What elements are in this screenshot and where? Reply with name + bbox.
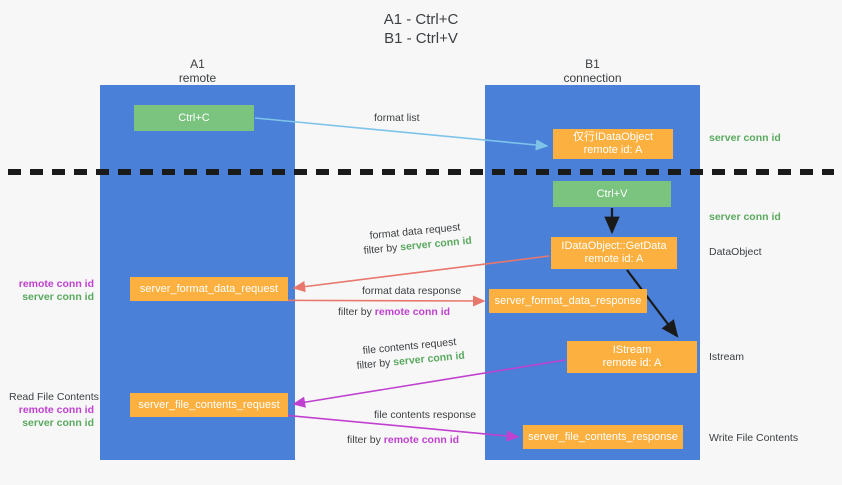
annotation-middle-remote: remote conn id [18,278,94,290]
diagram-title-line1: A1 - Ctrl+C [383,11,459,28]
label-write-file-contents: Write File Contents [709,432,799,444]
filter-value-4: remote conn id [383,434,460,446]
lane-b1-subtitle: connection [563,71,622,85]
label-file-contents-response-filter: filter by remote conn id [347,433,459,447]
label-server-conn-id-top: server conn id [709,132,781,144]
lane-b1-name: B1 [585,57,600,71]
box-server-format-data-request[interactable]: server_format_data_request [130,277,288,301]
label-dataobject: DataObject [709,246,762,258]
box-server-file-contents-request[interactable]: server_file_contents_request [130,393,288,417]
box-sfdresp-label: server_format_data_response [494,294,642,307]
label-format-list: format list [374,112,420,124]
box-istream[interactable]: IStream remote id: A [567,341,697,373]
box-sfcreq-label: server_file_contents_request [138,398,280,411]
filter-value-2: remote conn id [374,306,451,318]
box-ctrl-c-line1: Ctrl+C [178,111,210,124]
box-server-file-contents-response[interactable]: server_file_contents_response [523,425,683,449]
box-istream-line1: IStream [612,344,652,356]
box-idataobject-line2: remote id: A [583,144,643,156]
box-ctrl-v-line1: Ctrl+V [596,187,628,200]
label-file-contents-response: file contents response [374,409,477,421]
annotation-bottom-server: server conn id [22,417,94,429]
box-sfdreq-label: server_format_data_request [139,282,279,295]
label-istream: Istream [709,351,745,363]
diagram-title-line2: B1 - Ctrl+V [384,30,458,47]
lane-title-b1: B1 connection [530,57,655,85]
label-server-conn-id-mid: server conn id [709,211,781,223]
lane-a1-subtitle: remote [178,71,217,85]
box-ctrl-v[interactable]: Ctrl+V [553,181,671,207]
box-idataobject-line1: 仅行IDataObject [572,131,654,143]
box-server-format-data-response[interactable]: server_format_data_response [489,289,647,313]
diagram-title: A1 - Ctrl+C B1 - Ctrl+V [0,10,842,48]
annotation-middle-conn-ids: remote conn id server conn id [9,278,94,304]
box-getdata-line2: remote id: A [584,253,644,265]
lane-title-a1: A1 remote [140,57,255,85]
filter-prefix-3: filter by [356,356,394,372]
annotation-bottom-conn-ids: Read File Contents remote conn id server… [9,391,99,430]
label-format-data-response-filter: filter by remote conn id [338,305,450,319]
filter-prefix-1: filter by [363,241,401,257]
annotation-middle-server: server conn id [22,291,94,303]
filter-prefix-2: filter by [338,306,375,318]
box-idataobject-getdata[interactable]: IDataObject::GetData remote id: A [551,237,677,269]
filter-prefix-4: filter by [347,434,384,446]
box-idataobject[interactable]: 仅行IDataObject remote id: A [553,129,673,159]
annotation-read-file-contents: Read File Contents [9,391,99,403]
box-ctrl-c[interactable]: Ctrl+C [134,105,254,131]
label-format-data-response: format data response [362,285,462,297]
annotation-bottom-remote: remote conn id [18,404,94,416]
box-getdata-line1: IDataObject::GetData [561,240,667,252]
box-istream-line2: remote id: A [602,357,662,369]
lane-a1-name: A1 [190,57,205,71]
box-sfcresp-label: server_file_contents_response [528,430,678,443]
